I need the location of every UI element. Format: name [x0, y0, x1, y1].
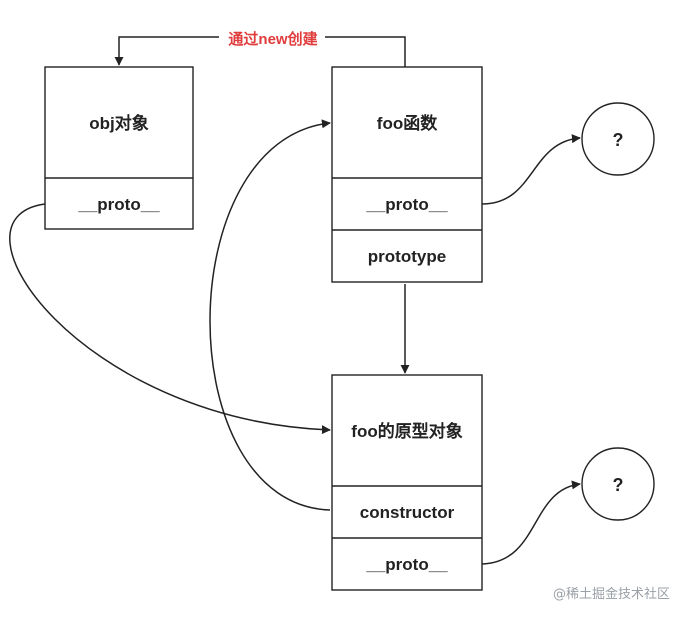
prototype-object-proto-label: __proto__ — [365, 555, 448, 574]
edge-label-background — [219, 28, 325, 48]
edge-obj-proto-to-foo-prototype-object — [9, 203, 331, 435]
obj-proto-label: __proto__ — [77, 195, 160, 214]
unknown-node-bottom-label: ? — [613, 475, 624, 495]
obj-object-title: obj对象 — [89, 113, 149, 133]
foo-proto-label: __proto__ — [365, 195, 448, 214]
constructor-label: constructor — [360, 503, 455, 522]
obj-object-node: obj对象 __proto__ — [44, 66, 194, 230]
edge-prototype-object-proto-to-unknown — [481, 480, 581, 565]
foo-function-title: foo函数 — [377, 113, 438, 133]
edge-foo-proto-to-unknown — [481, 134, 581, 205]
unknown-node-bottom: ? — [581, 447, 655, 521]
edge-label-created-by-new: 通过new创建 — [228, 30, 318, 48]
foo-prototype-object-node: foo的原型对象 constructor __proto__ — [331, 374, 483, 591]
edge-constructor-to-foo-function — [209, 119, 331, 511]
unknown-node-top: ? — [581, 102, 655, 176]
foo-function-node: foo函数 __proto__ prototype — [331, 66, 483, 283]
unknown-node-top-label: ? — [613, 130, 624, 150]
foo-prototype-label: prototype — [368, 247, 446, 266]
watermark: @稀土掘金技术社区 — [553, 586, 670, 602]
foo-prototype-object-title: foo的原型对象 — [351, 421, 462, 441]
